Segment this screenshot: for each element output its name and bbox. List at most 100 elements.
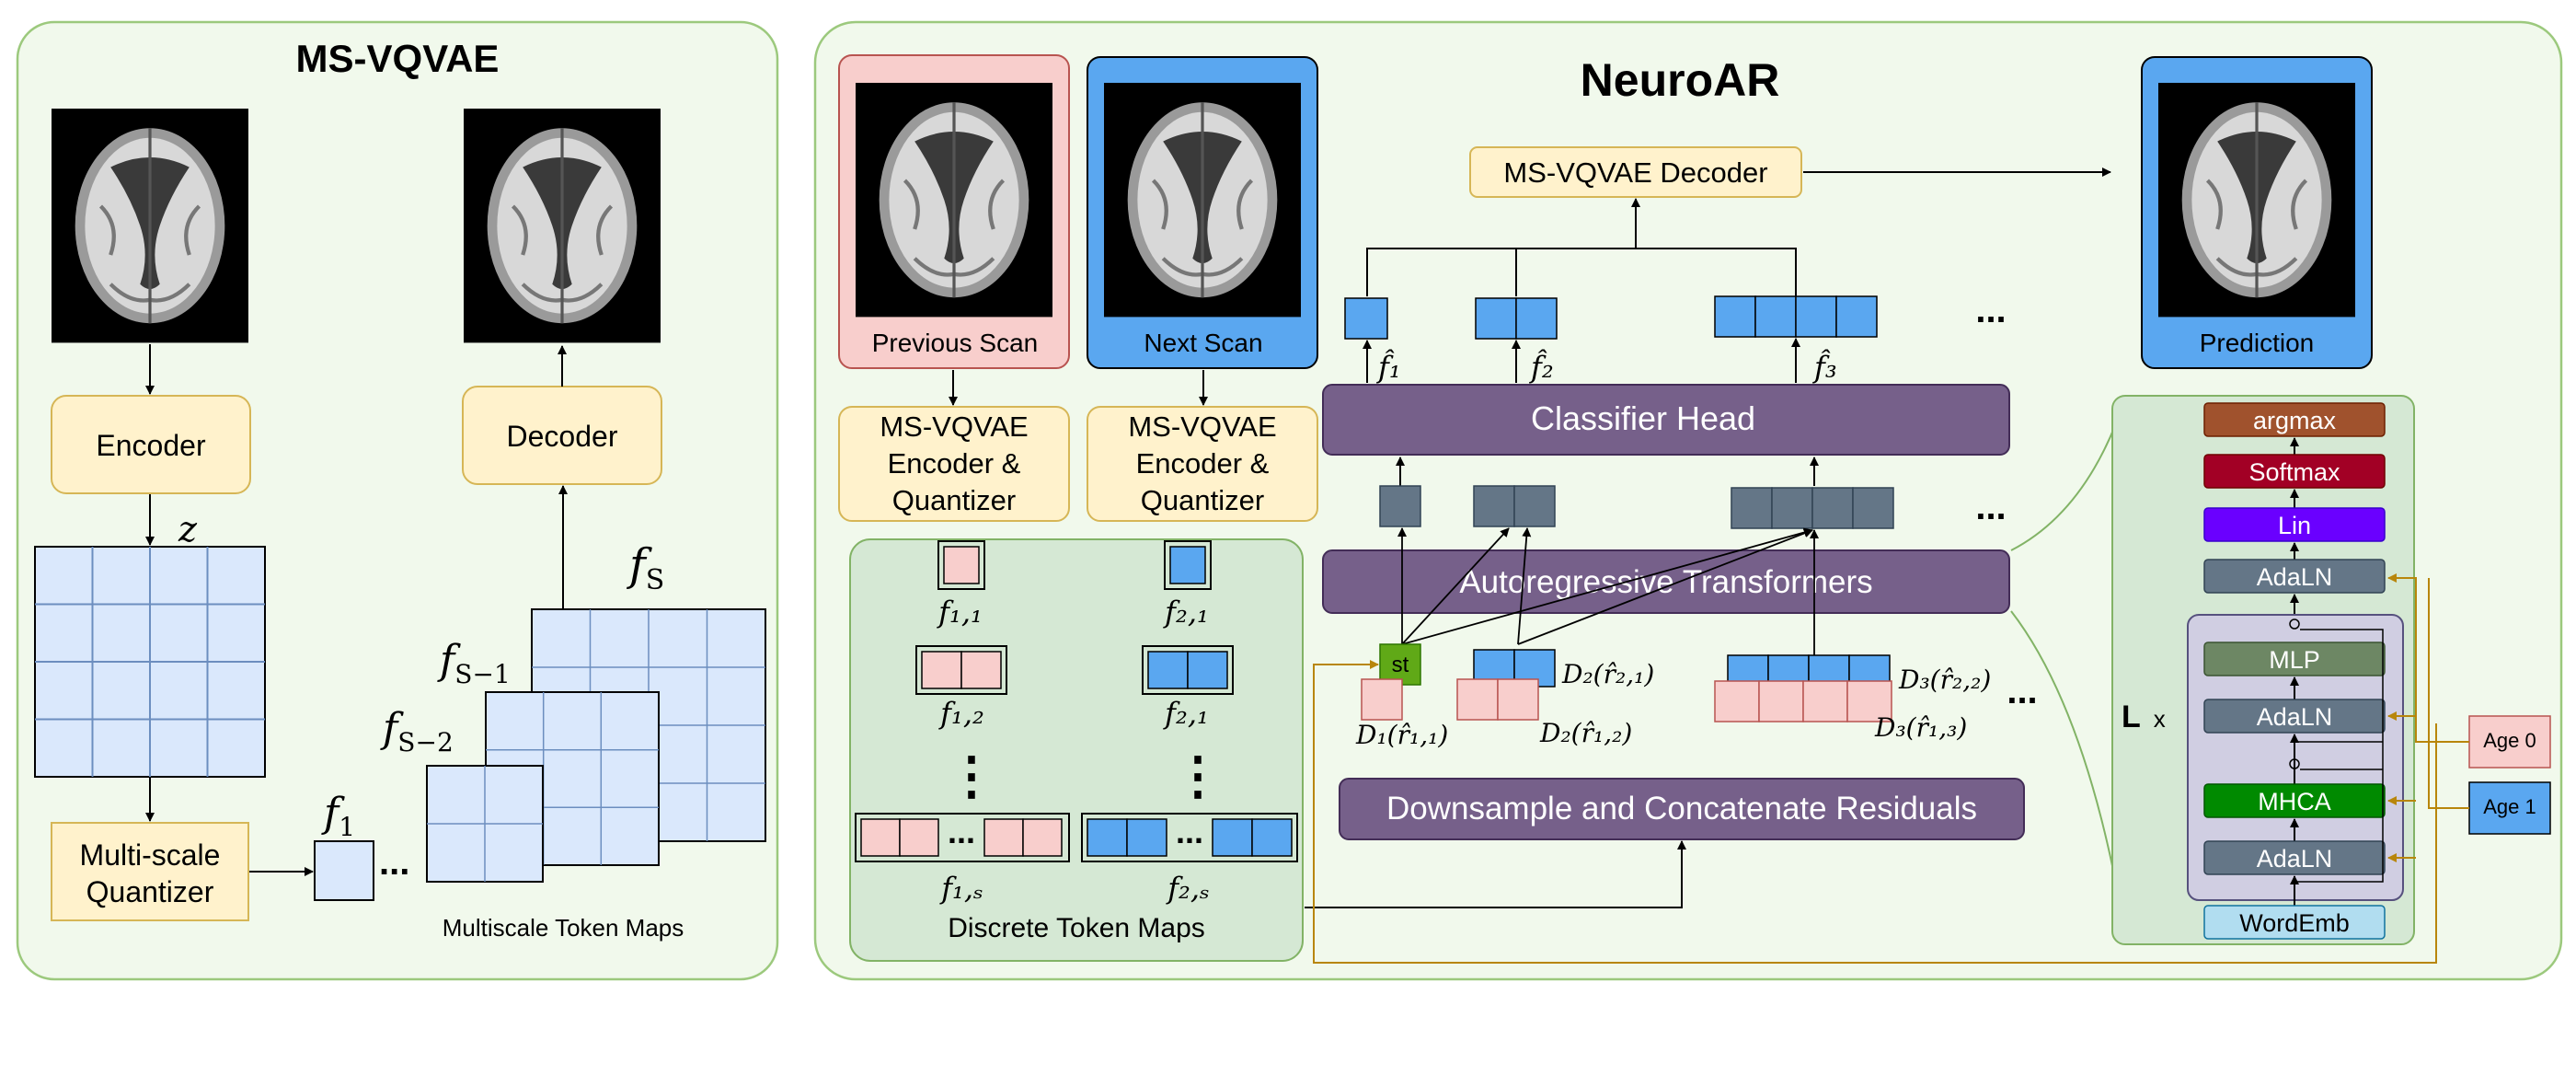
prediction-image [2158, 83, 2355, 317]
neuroar-title: NeuroAR [1581, 54, 1780, 106]
slate-token-3 [1731, 487, 1894, 529]
f1-token-map [314, 840, 374, 901]
wordemb-label: WordEmb [2239, 909, 2350, 937]
ms-vqvae-title: MS-VQVAE [296, 37, 500, 80]
argmax-label: argmax [2253, 407, 2337, 434]
z-grid [34, 546, 266, 778]
adaln-bottom-box [2203, 840, 2386, 875]
age1-box [2468, 781, 2551, 835]
reconstructed-brain-image [464, 109, 661, 342]
st-token [1379, 643, 1421, 686]
d2b-token [1456, 678, 1539, 721]
lin-label: Lin [2278, 512, 2311, 539]
token-f12-label: f₁,₂ [938, 696, 984, 731]
age1-label: Age 1 [2483, 795, 2536, 818]
token-f1s-label: f₁,ₛ [939, 871, 983, 906]
st-label: st [1392, 653, 1409, 677]
vdots-left: ⋮ [946, 746, 997, 804]
mlp-label: MLP [2269, 646, 2320, 674]
softmax-box [2203, 454, 2386, 489]
token-f1s-dots: ... [948, 813, 975, 850]
attention-lines [1397, 527, 1819, 655]
token-f11 [937, 540, 985, 590]
next-encoder-quantizer-box [1087, 406, 1318, 522]
d2b-label: D₂(r̂₁,₂) [1539, 718, 1632, 748]
neuroar-panel: NeuroAR Previous Scan Next Scan Predicti… [813, 20, 2563, 981]
adaln-bottom-label: AdaLN [2257, 845, 2333, 873]
classifier-head-label: Classifier Head [1531, 399, 1755, 437]
f-dots: ... [379, 842, 409, 883]
zoom-lines [2010, 422, 2117, 884]
token-f2s-label: f₂,ₛ [1166, 871, 1210, 906]
fhat2-token [1475, 297, 1558, 340]
lin-box [2203, 507, 2386, 542]
d3a-label: D₃(r̂₂,₂) [1898, 665, 1991, 695]
encoder-box [51, 395, 251, 494]
slate-token-2 [1473, 485, 1556, 527]
prev-enc-line1: MS-VQVAE [880, 410, 1028, 443]
d1-token [1361, 678, 1403, 721]
fhat1-label: f̂₁ [1376, 349, 1401, 385]
token-f12 [915, 645, 1007, 695]
prediction-label: Prediction [2200, 329, 2315, 357]
token-f22 [1142, 645, 1234, 695]
vdots-right: ⋮ [1172, 746, 1224, 804]
quantizer-label-line2: Quantizer [86, 875, 214, 908]
f1-label: f1 [321, 790, 355, 842]
softmax-label: Softmax [2248, 458, 2340, 486]
token-f21-label: f₂,₁ [1163, 595, 1209, 630]
token-f22-label: f₂,₁ [1163, 696, 1209, 731]
mhca-label: MHCA [2258, 788, 2331, 815]
next-enc-line1: MS-VQVAE [1128, 410, 1276, 443]
mlp-box [2203, 642, 2386, 676]
token-f1s [855, 813, 1070, 862]
mhca-box [2203, 783, 2386, 818]
downsample-box [1339, 778, 2025, 840]
argmax-box [2203, 402, 2386, 437]
d3b-label: D₃(r̂₁,₃) [1874, 712, 1967, 743]
fs-2-label: fS−2 [380, 705, 454, 757]
prev-enc-line2: Encoder & [888, 447, 1021, 480]
age0-label: Age 0 [2483, 729, 2536, 752]
st-feedback-line [1313, 660, 2437, 964]
residual-add-icon [2289, 618, 2300, 630]
next-scan-label: Next Scan [1144, 329, 1262, 357]
adaln-mid-box [2203, 699, 2386, 734]
ms-vqvae-panel: MS-VQVAE Encoder z Multi-scale Quantizer… [16, 20, 779, 981]
autoregressive-box [1322, 549, 2010, 614]
token-f2s [1081, 813, 1298, 862]
fhat1-token [1344, 297, 1388, 340]
d2a-label: D₂(r̂₂,₁) [1561, 659, 1654, 689]
fhat-merge-lines [1366, 199, 1797, 296]
z-label: z [178, 509, 198, 549]
decoder-label: Decoder [507, 420, 618, 453]
input-brain-image [52, 109, 248, 342]
adaln-mid-label: AdaLN [2257, 703, 2333, 731]
fhat3-token [1714, 295, 1878, 338]
multiscale-caption: Multiscale Token Maps [443, 914, 684, 942]
adaln-top-box [2203, 559, 2386, 594]
wordemb-box [2203, 905, 2386, 940]
fs-2-token-map [426, 765, 544, 883]
top-hdots: ... [1975, 290, 2006, 330]
age-conditioning-arrows [2387, 573, 2469, 862]
quantizer-label-line1: Multi-scale [80, 838, 221, 872]
skip-connections [2294, 629, 2384, 883]
next-enc-line2: Encoder & [1136, 447, 1270, 480]
adaln-top-label: AdaLN [2257, 563, 2333, 591]
token-f21 [1164, 540, 1212, 590]
previous-scan-label: Previous Scan [872, 329, 1039, 357]
multiscale-quantizer-box [51, 822, 249, 921]
d3b-token [1714, 680, 1892, 722]
discrete-caption: Discrete Token Maps [948, 913, 1205, 943]
previous-scan-image [856, 83, 1052, 317]
classifier-head-box [1322, 384, 2010, 456]
slate-token-1 [1379, 485, 1421, 527]
ms-vqvae-decoder-label: MS-VQVAE Decoder [1503, 156, 1767, 189]
d1-label: D₁(r̂₁,₁) [1355, 720, 1448, 750]
fhat2-label: f̂₂ [1529, 349, 1554, 385]
encoder-label: Encoder [96, 429, 206, 462]
fhat3-label: f̂₃ [1812, 349, 1837, 385]
next-enc-line3: Quantizer [1141, 484, 1264, 516]
